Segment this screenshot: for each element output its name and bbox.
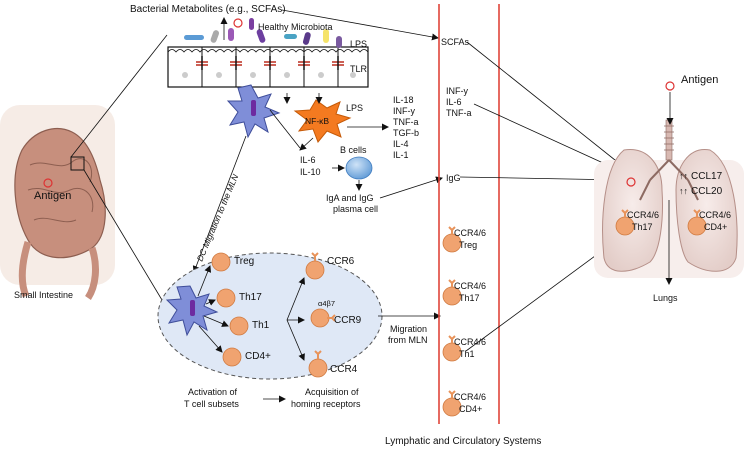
plasma-to-igg-arrow — [379, 176, 443, 199]
lung-cd4-type: CD4+ — [704, 222, 727, 232]
plasma-line-1: IgA and IgG — [326, 193, 374, 203]
lps-nfkb-label: LPS — [346, 103, 363, 113]
circ-th1-receptor: CCR4/6 — [454, 337, 486, 347]
cytokine2-2: IL-6 — [446, 97, 462, 107]
ccr6-cell-icon — [305, 260, 325, 280]
mln-cd4-label: CD4+ — [245, 351, 271, 362]
mln-treg-label: Treg — [234, 256, 254, 267]
gut-epithelium — [167, 46, 369, 88]
up-arrows-ccl20: ↑↑ — [679, 186, 688, 196]
circ-treg-type: Treg — [459, 240, 477, 250]
cytokine-1: IL-18 — [393, 95, 414, 105]
dc-migration-arrow — [192, 135, 247, 273]
acquisition-line-1: Acquisition of — [305, 387, 359, 397]
cytokine2-3: TNF-a — [446, 108, 472, 118]
cytokine-3: TNF-a — [393, 117, 419, 127]
migration-line-1: Migration — [390, 324, 427, 334]
treg-cell-icon — [211, 252, 231, 272]
lung-cd4-receptor: CCR4/6 — [699, 210, 731, 220]
th17-cell-icon — [216, 288, 236, 308]
circ-th1-type: Th1 — [459, 349, 475, 359]
small-intestine-illustration — [0, 105, 115, 300]
plasma-line-2: plasma cell — [333, 204, 378, 214]
circ-th17-receptor: CCR4/6 — [454, 281, 486, 291]
cd4-cell-icon — [222, 347, 242, 367]
b-cells-label: B cells — [340, 145, 367, 155]
nfkb-icon — [293, 99, 352, 143]
ccr9-label: CCR9 — [334, 315, 362, 326]
th1-to-lung-arrow — [465, 241, 615, 352]
mln-th17-label: Th17 — [239, 292, 262, 303]
scfas-label: SCFAs — [441, 37, 470, 47]
tlr-label: TLR — [350, 64, 368, 74]
cytokine-6: IL-1 — [393, 150, 409, 160]
zoom-line-top — [70, 34, 168, 158]
il-10-label: IL-10 — [300, 167, 321, 177]
ccr6-label: CCR6 — [327, 256, 355, 267]
up-arrows-ccl17: ↑↑ — [679, 171, 688, 181]
th1-cell-icon — [229, 316, 249, 336]
antigen-intestine-label: Antigen — [34, 190, 71, 202]
ccl17-label: CCL17 — [691, 171, 723, 182]
scfas-to-lung-arrow — [466, 41, 626, 169]
lymphatic-label: Lymphatic and Circulatory Systems — [385, 436, 541, 447]
mln-th1-label: Th1 — [252, 320, 270, 331]
activation-line-1: Activation of — [188, 387, 238, 397]
circ-cd4-type: CD4+ — [459, 404, 482, 414]
cytokine2-1: INF-y — [446, 86, 468, 96]
il-6-label: IL-6 — [300, 155, 316, 165]
small-intestine-label: Small Intestine — [14, 290, 73, 300]
antigen-lung-label: Antigen — [681, 74, 718, 86]
bacterial-metabolites-label: Bacterial Metabolites (e.g., SCFAs) — [130, 4, 286, 15]
cytokine-4: TGF-b — [393, 128, 419, 138]
a4b7-label: α4β7 — [318, 299, 335, 308]
migration-line-2: from MLN — [388, 335, 428, 345]
zoom-line-bottom — [83, 169, 163, 301]
lps-top-label: LPS — [350, 39, 367, 49]
cytokines-to-lung-arrow — [473, 103, 626, 174]
igg-label: IgG — [446, 173, 461, 183]
dc-migration-label: DC Migration to the MLN — [195, 172, 241, 263]
lung-antigen-inner-icon — [626, 177, 636, 187]
ccl20-label: CCL20 — [691, 186, 723, 197]
cytokine-5: IL-4 — [393, 139, 409, 149]
activation-line-2: T cell subsets — [184, 399, 239, 409]
ccr4-label: CCR4 — [330, 364, 358, 375]
lung-th17-receptor: CCR4/6 — [627, 210, 659, 220]
nfkb-label: NF-κB — [305, 116, 329, 126]
b-cell-icon — [345, 156, 373, 180]
microbiota-bacteria-icon — [184, 18, 342, 48]
dc-to-il-line — [269, 109, 301, 149]
circ-cd4-receptor: CCR4/6 — [454, 392, 486, 402]
circ-th17-type: Th17 — [459, 293, 480, 303]
lung-th17-type: Th17 — [632, 222, 653, 232]
ccr4-cell-icon — [308, 358, 328, 378]
lungs-illustration — [602, 119, 738, 272]
antigen-icon — [43, 178, 53, 188]
nfkb-to-il-arrow — [299, 137, 314, 151]
ccr9-cell-icon — [310, 308, 330, 328]
cytokine-2: INF-y — [393, 106, 415, 116]
lung-antigen-icon — [665, 81, 675, 91]
healthy-microbiota-label: Healthy Microbiota — [258, 22, 333, 32]
circ-treg-receptor: CCR4/6 — [454, 228, 486, 238]
lungs-label: Lungs — [653, 293, 678, 303]
metabolite-to-scfas-arrow — [281, 9, 439, 41]
acquisition-line-2: homing receptors — [291, 399, 361, 409]
